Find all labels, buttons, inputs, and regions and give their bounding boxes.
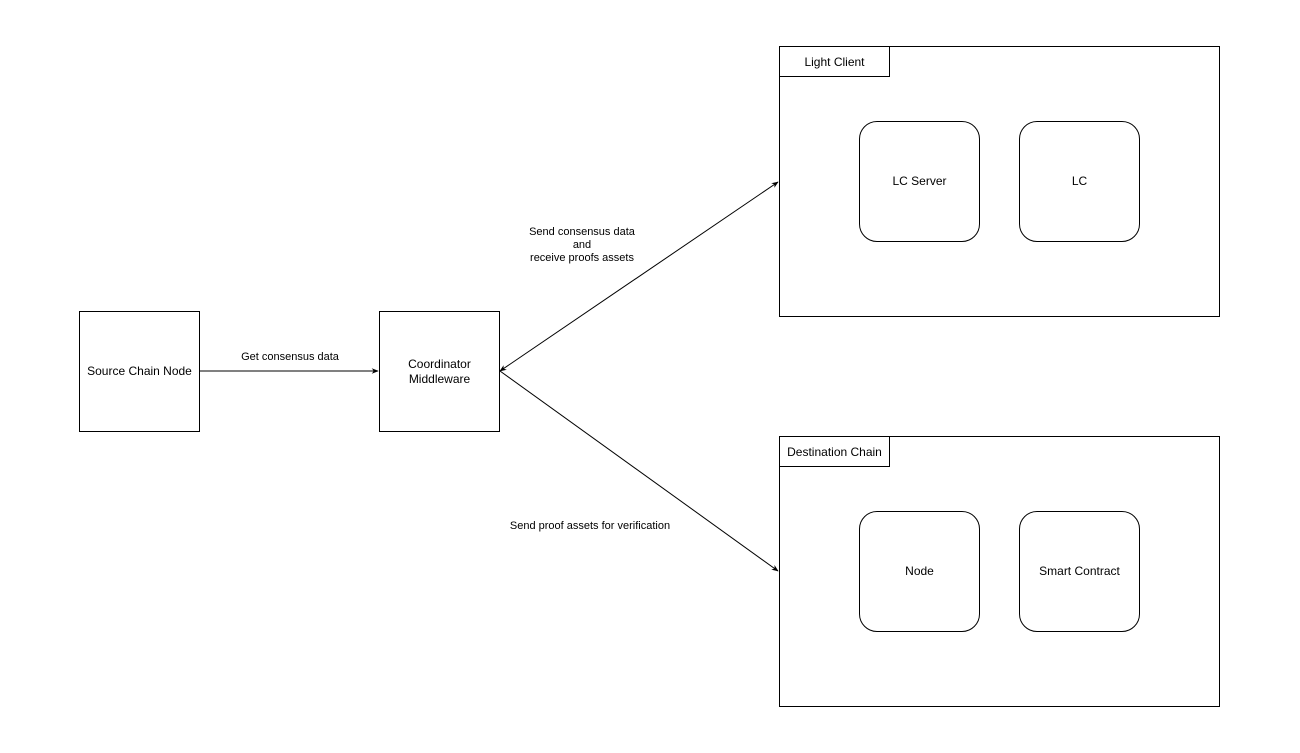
destination-node[interactable]: Node (859, 511, 980, 632)
source-chain-node-label: Source Chain Node (87, 364, 192, 378)
lc-server-node[interactable]: LC Server (859, 121, 980, 242)
light-client-container[interactable]: Light Client LC Server LC (779, 46, 1220, 317)
coordinator-middleware-label: Coordinator Middleware (408, 356, 471, 386)
light-client-tab: Light Client (779, 46, 890, 77)
edge-coordinator-light-client (499, 181, 779, 372)
lc-server-label: LC Server (892, 174, 947, 188)
smart-contract-label: Smart Contract (1039, 564, 1120, 578)
send-consensus-label: Send consensus data and receive proofs a… (529, 226, 635, 264)
get-consensus-label: Get consensus data (241, 351, 339, 363)
source-chain-node[interactable]: Source Chain Node (79, 311, 200, 432)
destination-chain-title: Destination Chain (787, 444, 882, 459)
lc-node[interactable]: LC (1019, 121, 1140, 242)
smart-contract-node[interactable]: Smart Contract (1019, 511, 1140, 632)
destination-chain-tab: Destination Chain (779, 436, 890, 467)
destination-node-label: Node (905, 564, 934, 578)
destination-chain-container[interactable]: Destination Chain Node Smart Contract (779, 436, 1220, 707)
coordinator-middleware-node[interactable]: Coordinator Middleware (379, 311, 500, 432)
edge-coordinator-to-destination (499, 370, 779, 572)
light-client-title: Light Client (804, 54, 865, 69)
send-proof-label: Send proof assets for verification (509, 520, 671, 532)
lc-label: LC (1071, 174, 1088, 188)
